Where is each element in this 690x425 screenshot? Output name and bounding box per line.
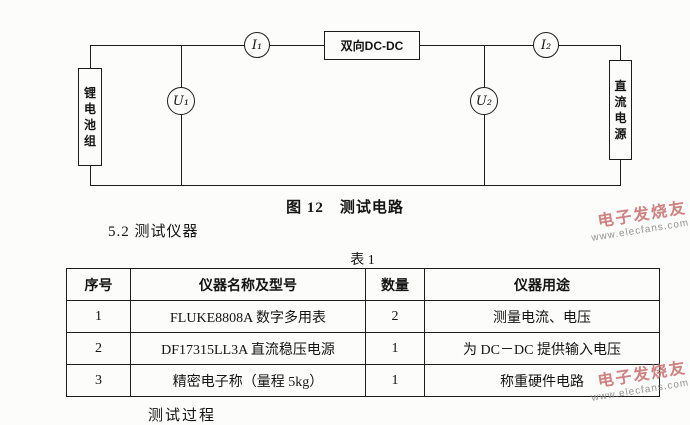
cell-name-model: DF17315LL3A 直流稳压电源 [130,332,366,365]
instrument-table: 序号 仪器名称及型号 数量 仪器用途 1 FLUKE8808A 数字多用表 2 … [66,268,660,397]
voltmeter-u1-label: U₁ [172,93,190,109]
header-serial: 序号 [66,268,131,301]
header-quantity: 数量 [365,268,425,301]
cell-quantity: 1 [365,364,425,397]
voltmeter-u2: U₂ [470,87,498,115]
battery-block: 锂电池组 [78,68,102,166]
ammeter-i1-label: I₁ [251,37,263,53]
wire-u2-vertical [484,45,485,186]
header-purpose: 仪器用途 [424,268,660,301]
dc-source-block: 直流电源 [609,60,632,160]
cell-purpose: 测量电流、电压 [424,300,660,333]
ammeter-i1: I₁ [244,32,270,58]
wire-u1-vertical [181,45,182,186]
table-row: 1 FLUKE8808A 数字多用表 2 测量电流、电压 [66,300,660,333]
cell-quantity: 1 [365,332,425,365]
section-heading: 5.2 测试仪器 [108,224,199,240]
figure-caption: 图 12 测试电路 [286,200,404,216]
watermark-url: www.elecfans.com [590,217,690,244]
table-row: 2 DF17315LL3A 直流稳压电源 1 为 DC－DC 提供输入电压 [66,332,660,365]
ammeter-i2: I₂ [533,32,559,58]
cell-serial: 2 [66,332,131,365]
cell-quantity: 2 [365,300,425,333]
table-header-row: 序号 仪器名称及型号 数量 仪器用途 [66,268,660,301]
cell-serial: 1 [66,300,131,333]
wire-bottom [90,185,621,186]
dcdc-converter-label: 双向DC-DC [340,39,404,53]
voltmeter-u1: U₁ [167,87,195,115]
voltmeter-u2-label: U₂ [475,93,493,109]
cell-serial: 3 [66,364,131,397]
header-name-model: 仪器名称及型号 [130,268,366,301]
dc-source-label: 直流电源 [614,78,627,142]
cell-name-model: 精密电子称（量程 5kg） [130,364,366,397]
dcdc-converter-block: 双向DC-DC [324,31,420,60]
table-row: 3 精密电子称（量程 5kg） 1 称重硬件电路 [66,364,660,397]
battery-label: 锂电池组 [84,85,97,149]
table-caption: 表 1 [350,253,375,268]
cell-name-model: FLUKE8808A 数字多用表 [130,300,366,333]
cell-purpose: 为 DC－DC 提供输入电压 [424,332,660,365]
test-circuit-diagram: 锂电池组 双向DC-DC 直流电源 I₁ U₁ U₂ I₂ [0,0,690,200]
ammeter-i2-label: I₂ [540,37,552,53]
cell-purpose: 称重硬件电路 [424,364,660,397]
